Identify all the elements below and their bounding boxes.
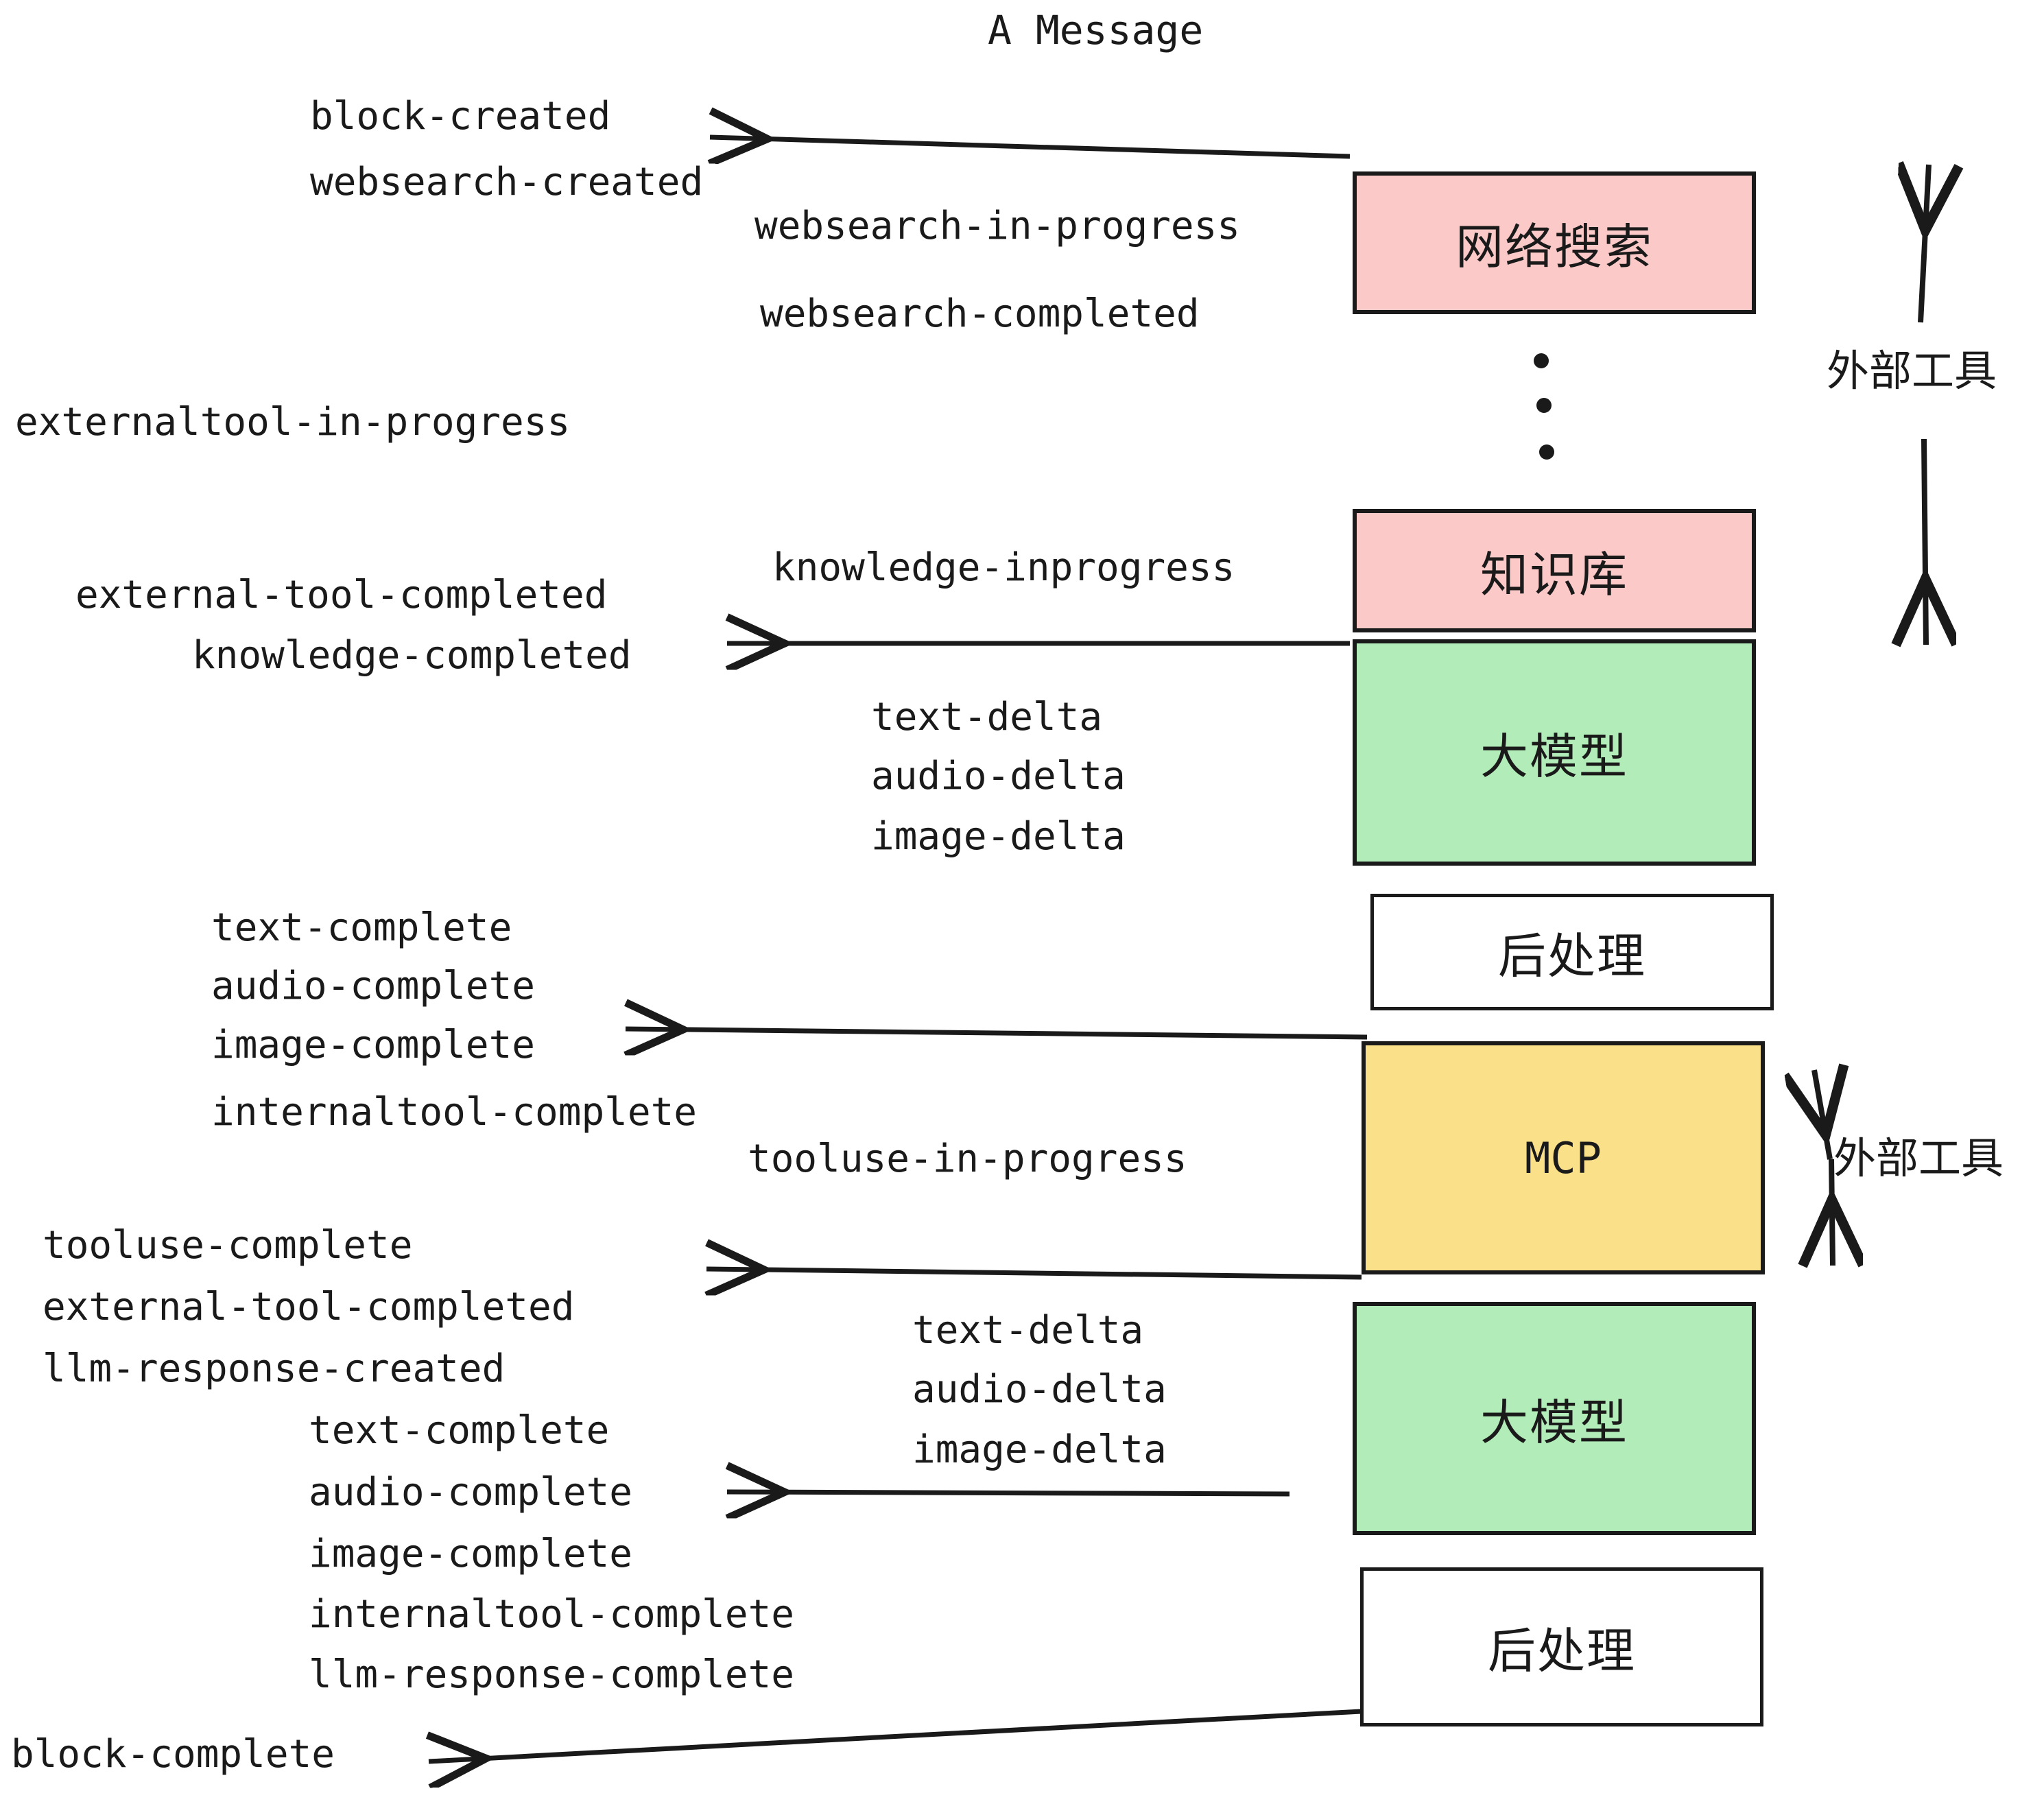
node-postprocess-bottom[interactable]: 后处理 bbox=[1360, 1567, 1763, 1726]
arrow-external-tools-bottom-down bbox=[1831, 1159, 1833, 1266]
event-tooluse-complete: tooluse-complete bbox=[43, 1223, 413, 1268]
event-image-delta-2: image-delta bbox=[912, 1427, 1167, 1472]
event-externaltool-in-progress: externaltool-in-progress bbox=[15, 400, 571, 444]
event-audio-complete-2: audio-complete bbox=[309, 1470, 633, 1515]
event-internaltool-complete-1: internaltool-complete bbox=[211, 1090, 698, 1135]
event-audio-delta-2: audio-delta bbox=[912, 1367, 1167, 1412]
event-websearch-completed: websearch-completed bbox=[760, 292, 1200, 336]
event-image-complete-1: image-complete bbox=[211, 1023, 536, 1067]
arrow-llm-to-audio-complete bbox=[727, 1492, 1290, 1494]
event-external-tool-completed-1: external-tool-completed bbox=[75, 573, 608, 617]
event-block-created: block-created bbox=[310, 94, 611, 139]
node-postprocess-top-label: 后处理 bbox=[1498, 927, 1646, 984]
arrow-mcp-to-tooluse-complete bbox=[706, 1269, 1362, 1277]
side-label-external-tools-top: 外部工具 bbox=[1827, 346, 1997, 396]
event-llm-response-complete: llm-response-complete bbox=[309, 1652, 795, 1697]
ellipsis-dot bbox=[1534, 353, 1549, 368]
arrow-external-tools-top-up bbox=[1921, 165, 1929, 323]
page-title: A Message bbox=[988, 7, 1204, 54]
event-websearch-created: websearch-created bbox=[310, 160, 704, 204]
event-image-complete-2: image-complete bbox=[309, 1532, 633, 1576]
side-label-external-tools-bottom: 外部工具 bbox=[1833, 1133, 2004, 1183]
event-text-delta-1: text-delta bbox=[871, 695, 1103, 739]
event-internaltool-complete-2: internaltool-complete bbox=[309, 1592, 795, 1637]
arrow-postprocess-to-image-complete bbox=[626, 1029, 1368, 1037]
event-text-complete-1: text-complete bbox=[211, 905, 512, 950]
event-block-complete: block-complete bbox=[11, 1732, 335, 1777]
node-postprocess-top[interactable]: 后处理 bbox=[1370, 894, 1774, 1010]
node-llm-top[interactable]: 大模型 bbox=[1353, 639, 1756, 866]
node-llm-bottom-label: 大模型 bbox=[1480, 1394, 1628, 1451]
event-knowledge-completed: knowledge-completed bbox=[192, 633, 632, 678]
node-knowledge-label: 知识库 bbox=[1480, 546, 1628, 603]
event-knowledge-inprogress: knowledge-inprogress bbox=[772, 545, 1235, 590]
event-llm-response-created: llm-response-created bbox=[43, 1346, 506, 1391]
event-tooluse-in-progress: tooluse-in-progress bbox=[748, 1137, 1187, 1181]
node-websearch[interactable]: 网络搜索 bbox=[1353, 171, 1756, 314]
node-websearch-label: 网络搜索 bbox=[1455, 218, 1653, 275]
event-image-delta-1: image-delta bbox=[871, 814, 1126, 859]
node-llm-bottom[interactable]: 大模型 bbox=[1353, 1302, 1756, 1535]
ellipsis-dot bbox=[1539, 444, 1554, 460]
arrow-websearch-to-created bbox=[710, 137, 1351, 156]
event-audio-delta-1: audio-delta bbox=[871, 754, 1126, 798]
event-audio-complete-1: audio-complete bbox=[211, 964, 536, 1008]
ellipsis-dot bbox=[1536, 398, 1552, 413]
event-text-delta-2: text-delta bbox=[912, 1308, 1144, 1353]
arrow-external-tools-top-down bbox=[1924, 438, 1926, 645]
arrow-postprocess-to-block-complete bbox=[429, 1709, 1362, 1761]
node-mcp-label: MCP bbox=[1525, 1132, 1602, 1183]
event-external-tool-completed-2: external-tool-completed bbox=[43, 1285, 575, 1329]
node-postprocess-bottom-label: 后处理 bbox=[1488, 1622, 1636, 1679]
arrow-external-tools-bottom-up bbox=[1814, 1070, 1830, 1160]
node-mcp[interactable]: MCP bbox=[1362, 1041, 1765, 1274]
event-text-complete-2: text-complete bbox=[309, 1408, 610, 1453]
event-websearch-in-progress: websearch-in-progress bbox=[754, 204, 1241, 248]
node-llm-top-label: 大模型 bbox=[1480, 728, 1628, 785]
node-knowledge[interactable]: 知识库 bbox=[1353, 509, 1756, 632]
